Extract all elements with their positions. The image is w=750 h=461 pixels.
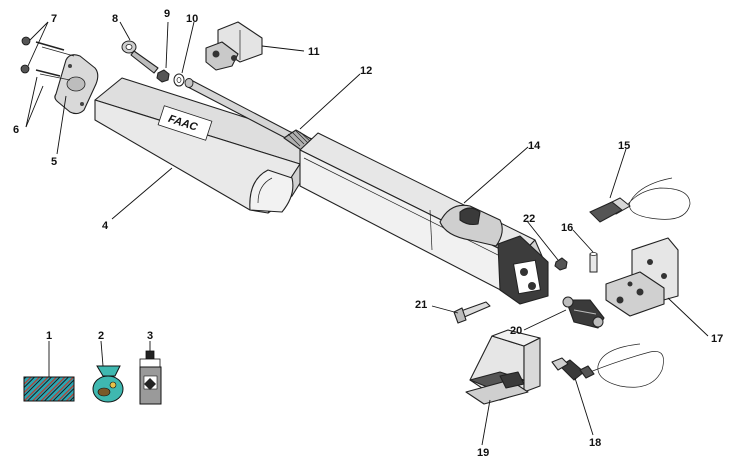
callout-12: 12 (360, 65, 372, 77)
part-nut-washer (156, 69, 185, 87)
part-cable-connector (551, 343, 664, 388)
callout-4: 4 (102, 220, 109, 232)
callout-1: 1 (46, 330, 52, 342)
callout-15: 15 (618, 140, 630, 152)
part-bolt (453, 301, 491, 324)
part-small-nut (554, 257, 568, 271)
brand-label-plate (157, 105, 213, 141)
callout-18: 18 (589, 437, 601, 449)
callout-7: 7 (51, 13, 57, 25)
part-link-arm (562, 296, 605, 329)
callout-2: 2 (98, 330, 104, 342)
part-grease-bag (92, 365, 124, 403)
part-cleaning-cloth (23, 376, 75, 402)
callout-16: 16 (561, 222, 573, 234)
callout-19: 19 (477, 447, 489, 459)
callout-6: 6 (13, 124, 19, 136)
callout-22: 22 (523, 213, 535, 225)
callout-14: 14 (528, 140, 541, 152)
callout-8: 8 (112, 13, 118, 25)
callout-10: 10 (186, 13, 198, 25)
part-pin (589, 252, 598, 273)
part-eye-bolt (121, 40, 159, 74)
callout-20: 20 (510, 325, 522, 337)
part-oil-bottle (139, 350, 162, 405)
callout-21: 21 (415, 299, 427, 311)
part-front-bracket (605, 237, 679, 317)
part-cable-sensor (589, 177, 691, 223)
part-operator-body (299, 132, 549, 305)
part-end-cap (54, 54, 99, 115)
callout-5: 5 (51, 156, 57, 168)
part-rear-bracket (205, 21, 263, 71)
part-screws-nuts (20, 36, 75, 81)
callout-labels: 7 6 5 4 8 9 10 11 12 14 15 16 22 17 20 2… (13, 8, 723, 459)
callout-9: 9 (164, 8, 170, 20)
callout-17: 17 (711, 333, 723, 345)
callout-11: 11 (308, 46, 320, 58)
callout-3: 3 (147, 330, 153, 342)
part-mounting-plate (465, 329, 541, 405)
leader-lines (25, 21, 709, 446)
